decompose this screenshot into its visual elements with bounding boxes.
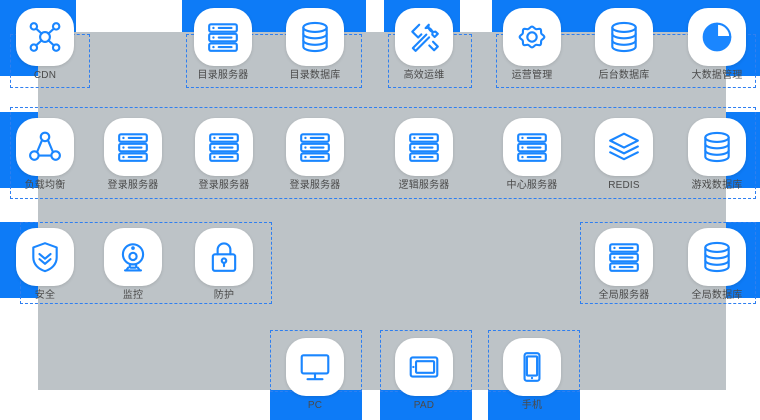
load-balancer-icon (29, 131, 61, 161)
node-monitor[interactable]: 监控 (104, 228, 162, 302)
server-rack-icon (409, 133, 439, 162)
node-tile-load-balance[interactable] (16, 118, 74, 176)
node-label-global-server: 全局服务器 (598, 290, 650, 301)
node-tile-security[interactable] (16, 228, 74, 286)
server-rack-icon (517, 133, 547, 162)
group-global (580, 222, 756, 304)
node-tile-center-server[interactable] (503, 118, 561, 176)
node-tile-monitor[interactable] (104, 228, 162, 286)
node-cdn[interactable]: CDN (16, 8, 74, 82)
node-dir-db[interactable]: 目录数据库 (286, 8, 344, 82)
database-icon (704, 241, 730, 273)
node-ops-mgmt[interactable]: 运营管理 (503, 8, 561, 82)
node-load-balance[interactable]: 负载均衡 (16, 118, 74, 192)
node-tile-global-db[interactable] (688, 228, 746, 286)
node-tile-protection[interactable] (195, 228, 253, 286)
server-rack-icon (118, 133, 148, 162)
shield-icon (32, 242, 58, 273)
node-label-login-server-2: 登录服务器 (198, 180, 250, 191)
database-icon (302, 21, 328, 53)
server-rack-icon (209, 133, 239, 162)
node-redis[interactable]: REDIS (595, 118, 653, 192)
node-login-server-2[interactable]: 登录服务器 (195, 118, 253, 192)
node-label-security: 安全 (34, 290, 56, 301)
node-tile-logic-server[interactable] (395, 118, 453, 176)
node-label-logic-server: 逻辑服务器 (398, 180, 450, 191)
database-icon (611, 21, 637, 53)
node-label-global-db: 全局数据库 (691, 290, 743, 301)
node-global-server[interactable]: 全局服务器 (595, 228, 653, 302)
server-rack-icon (609, 243, 639, 272)
node-label-cdn: CDN (33, 70, 57, 81)
node-efficient-ops[interactable]: 高效运维 (395, 8, 453, 82)
server-rack-icon (300, 133, 330, 162)
node-label-protection: 防护 (213, 290, 235, 301)
node-label-pc: PC (307, 400, 323, 411)
node-tile-pc[interactable] (286, 338, 344, 396)
node-label-backend-db: 后台数据库 (598, 70, 650, 81)
lock-icon (211, 242, 237, 272)
tools-wrench-icon (411, 23, 439, 52)
node-label-monitor: 监控 (122, 290, 144, 301)
desktop-monitor-icon (300, 354, 330, 381)
node-label-load-balance: 负载均衡 (24, 180, 66, 191)
node-pad[interactable]: PAD (395, 338, 453, 412)
node-tile-login-server-1[interactable] (104, 118, 162, 176)
node-tile-redis[interactable] (595, 118, 653, 176)
node-mobile[interactable]: 手机 (503, 338, 561, 412)
node-tile-login-server-3[interactable] (286, 118, 344, 176)
smartphone-icon (523, 352, 541, 382)
node-logic-server[interactable]: 逻辑服务器 (395, 118, 453, 192)
node-label-pad: PAD (413, 400, 435, 411)
node-tile-cdn[interactable] (16, 8, 74, 66)
node-tile-login-server-2[interactable] (195, 118, 253, 176)
node-tile-dir-db[interactable] (286, 8, 344, 66)
cdn-network-icon (29, 22, 61, 52)
node-label-center-server: 中心服务器 (506, 180, 558, 191)
node-tile-backend-db[interactable] (595, 8, 653, 66)
gear-icon (518, 25, 546, 49)
node-protection[interactable]: 防护 (195, 228, 253, 302)
node-center-server[interactable]: 中心服务器 (503, 118, 561, 192)
layers-stack-icon (609, 132, 639, 161)
node-label-login-server-3: 登录服务器 (289, 180, 341, 191)
tablet-icon (409, 356, 439, 378)
node-login-server-1[interactable]: 登录服务器 (104, 118, 162, 192)
server-rack-icon (208, 23, 238, 52)
node-label-redis: REDIS (608, 180, 640, 191)
pie-chart-icon (702, 22, 732, 52)
node-tile-global-server[interactable] (595, 228, 653, 286)
node-label-ops-mgmt: 运营管理 (511, 70, 553, 81)
node-label-dir-server: 目录服务器 (197, 70, 249, 81)
group-directory (186, 34, 362, 88)
node-label-efficient-ops: 高效运维 (403, 70, 445, 81)
node-label-login-server-1: 登录服务器 (107, 180, 159, 191)
node-tile-pad[interactable] (395, 338, 453, 396)
node-pc[interactable]: PC (286, 338, 344, 412)
node-global-db[interactable]: 全局数据库 (688, 228, 746, 302)
node-tile-efficient-ops[interactable] (395, 8, 453, 66)
node-backend-db[interactable]: 后台数据库 (595, 8, 653, 82)
node-bigdata-mgmt[interactable]: 大数据管理 (688, 8, 746, 82)
node-tile-ops-mgmt[interactable] (503, 8, 561, 66)
node-security[interactable]: 安全 (16, 228, 74, 302)
node-label-mobile: 手机 (521, 400, 543, 411)
node-login-server-3[interactable]: 登录服务器 (286, 118, 344, 192)
node-label-dir-db: 目录数据库 (289, 70, 341, 81)
node-game-db[interactable]: 游戏数据库 (688, 118, 746, 192)
node-tile-mobile[interactable] (503, 338, 561, 396)
group-services (10, 107, 756, 199)
database-icon (704, 131, 730, 163)
node-tile-bigdata-mgmt[interactable] (688, 8, 746, 66)
node-tile-game-db[interactable] (688, 118, 746, 176)
node-dir-server[interactable]: 目录服务器 (194, 8, 252, 82)
camera-monitor-icon (121, 243, 145, 272)
node-label-bigdata-mgmt: 大数据管理 (691, 70, 743, 81)
node-label-game-db: 游戏数据库 (691, 180, 743, 191)
node-tile-dir-server[interactable] (194, 8, 252, 66)
